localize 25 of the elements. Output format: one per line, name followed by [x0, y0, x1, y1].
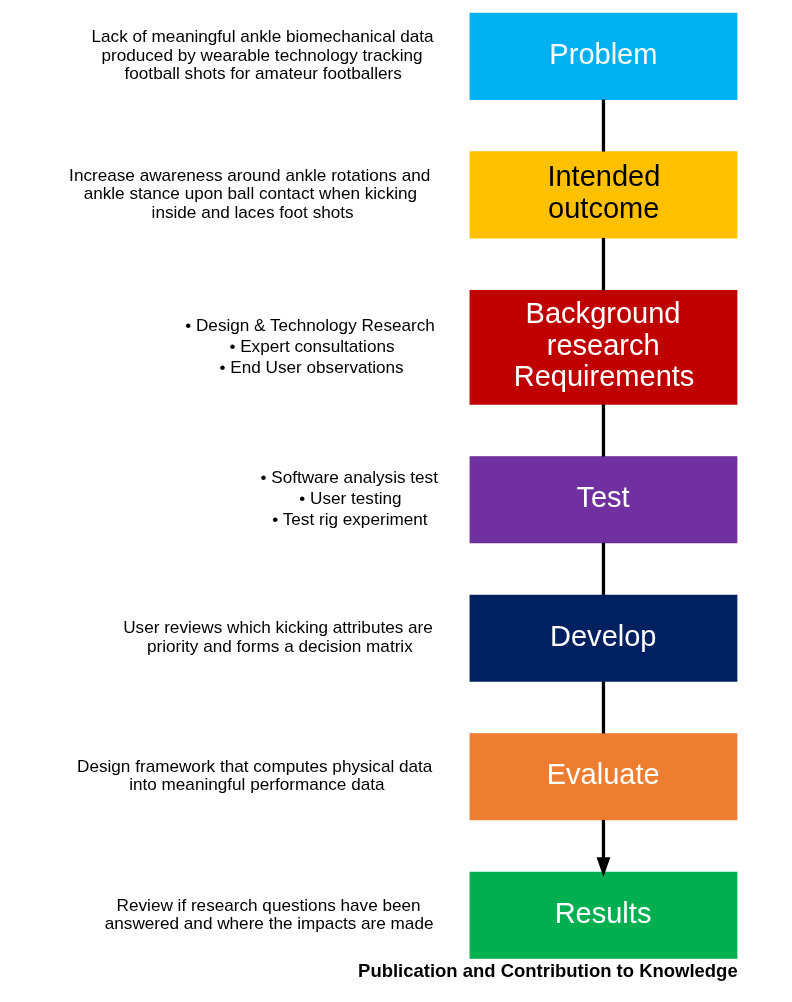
node-box: Develop [469, 594, 738, 682]
node-label: Lack of meaningful ankle biomechanical data produced by wearable technology tracking football shots for amateur footballers [91, 26, 434, 84]
caption: Publication and Contribution to Knowledge [358, 959, 738, 981]
node-box: Background research Requirements [469, 289, 738, 405]
node-box: Test [469, 456, 738, 544]
node-label: Increase awareness around ankle rotations and ankle stance upon ball contact when kicking inside and laces foot shots [69, 164, 431, 222]
connector [601, 237, 606, 291]
node-label: User reviews which kicking attributes are priority and forms a decision matrix [123, 617, 433, 656]
connector [601, 404, 606, 457]
node-label: Design framework that computes physical data into meaningful performance data [77, 755, 433, 795]
connector [601, 542, 606, 595]
node-label: • Software analysis test [260, 467, 438, 488]
node-label: • End User observations [219, 356, 404, 377]
arrow [596, 819, 611, 877]
connector [601, 681, 606, 734]
node-label: • User testing [299, 488, 402, 509]
node-box: Results [469, 871, 738, 959]
node-label: Review if research questions have been answered and where the impacts are made [104, 894, 434, 933]
node-label: • Expert consultations [229, 335, 395, 356]
node-label: • Design & Technology Research [185, 314, 435, 335]
node-box: Intended outcome [469, 151, 738, 239]
node-box: Evaluate [469, 733, 738, 821]
node-box: Problem [469, 12, 738, 100]
connector [601, 99, 606, 152]
node-label: • Test rig experiment [272, 509, 428, 530]
